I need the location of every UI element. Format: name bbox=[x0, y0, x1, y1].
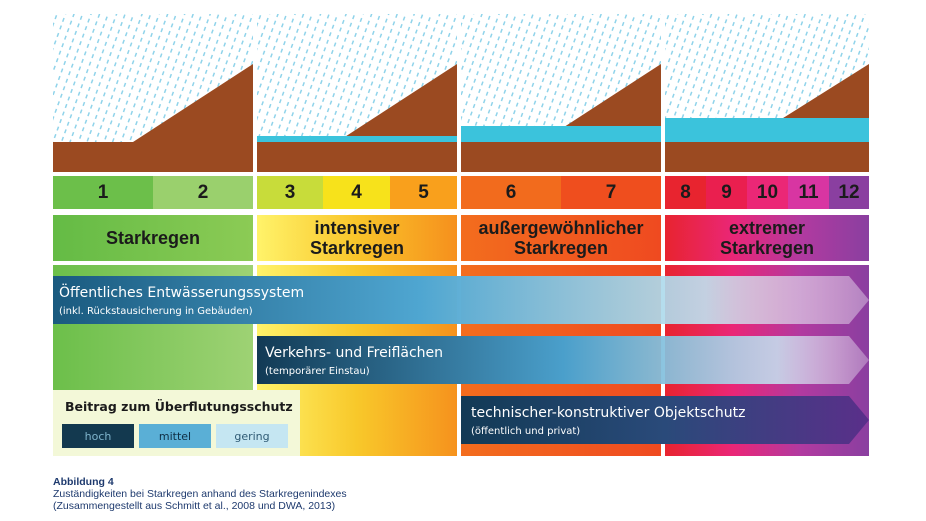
caption-label: Abbildung 4 bbox=[53, 476, 347, 488]
index-8: 8 bbox=[665, 176, 706, 209]
caption-line1: Zuständigkeiten bei Starkregen anhand de… bbox=[53, 488, 347, 500]
category-extremer-line1: extremer bbox=[729, 218, 805, 238]
category-extremer-line2: Starkregen bbox=[720, 238, 814, 258]
legend-swatch-gering: gering bbox=[216, 424, 288, 448]
index-10: 10 bbox=[747, 176, 788, 209]
category-intensiver-line2: Starkregen bbox=[310, 238, 404, 258]
legend-title: Beitrag zum Überflutungsschutz bbox=[65, 399, 293, 414]
category-aussergewoehnlich-line1: außergewöhnlicher bbox=[478, 218, 643, 238]
legend-label-hoch: hoch bbox=[85, 430, 112, 443]
scene-2 bbox=[257, 14, 457, 172]
caption-line2: (Zusammengestellt aus Schmitt et al., 20… bbox=[53, 500, 347, 512]
bar-entwaesserung-title: Öffentliches Entwässerungssystem bbox=[59, 285, 304, 301]
bar-verkehrsflaechen-subtitle: (temporärer Einstau) bbox=[265, 366, 370, 377]
scene-4 bbox=[665, 14, 869, 172]
category-intensiver: intensiver Starkregen bbox=[257, 215, 457, 261]
index-11: 11 bbox=[788, 176, 829, 209]
bar-entwaesserung-subtitle: (inkl. Rückstausicherung in Gebäuden) bbox=[59, 306, 253, 317]
bar-verkehrsflaechen-title: Verkehrs- und Freiflächen bbox=[265, 345, 443, 361]
scene-1 bbox=[53, 14, 253, 172]
index-3: 3 bbox=[257, 176, 323, 209]
figure-caption: Abbildung 4 Zuständigkeiten bei Starkreg… bbox=[53, 476, 347, 512]
legend-swatch-hoch: hoch bbox=[62, 424, 134, 448]
scene-3 bbox=[461, 14, 661, 172]
index-1: 1 bbox=[53, 176, 153, 209]
index-6: 6 bbox=[461, 176, 561, 209]
legend-label-mittel: mittel bbox=[159, 430, 191, 443]
category-extremer: extremer Starkregen bbox=[665, 215, 869, 261]
index-2: 2 bbox=[153, 176, 253, 209]
category-intensiver-line1: intensiver bbox=[314, 218, 399, 238]
bar-objektschutz: technischer-konstruktiver Objektschutz (… bbox=[461, 396, 869, 444]
legend-swatch-mittel: mittel bbox=[139, 424, 211, 448]
legend-label-gering: gering bbox=[234, 430, 269, 443]
bar-objektschutz-subtitle: (öffentlich und privat) bbox=[471, 426, 580, 437]
index-7: 7 bbox=[561, 176, 661, 209]
index-9: 9 bbox=[706, 176, 747, 209]
scene-panels bbox=[53, 14, 869, 172]
index-4: 4 bbox=[323, 176, 390, 209]
scene-illustration bbox=[53, 14, 869, 172]
index-12: 12 bbox=[829, 176, 869, 209]
index-5: 5 bbox=[390, 176, 457, 209]
category-aussergewoehnlich: außergewöhnlicher Starkregen bbox=[461, 215, 661, 261]
category-aussergewoehnlich-line2: Starkregen bbox=[514, 238, 608, 258]
category-starkregen-label: Starkregen bbox=[106, 228, 200, 248]
category-starkregen: Starkregen bbox=[53, 215, 253, 261]
bar-objektschutz-title: technischer-konstruktiver Objektschutz bbox=[471, 405, 745, 421]
bar-verkehrsflaechen: Verkehrs- und Freiflächen (temporärer Ei… bbox=[257, 336, 869, 384]
bar-entwaesserung: Öffentliches Entwässerungssystem (inkl. … bbox=[53, 276, 869, 324]
